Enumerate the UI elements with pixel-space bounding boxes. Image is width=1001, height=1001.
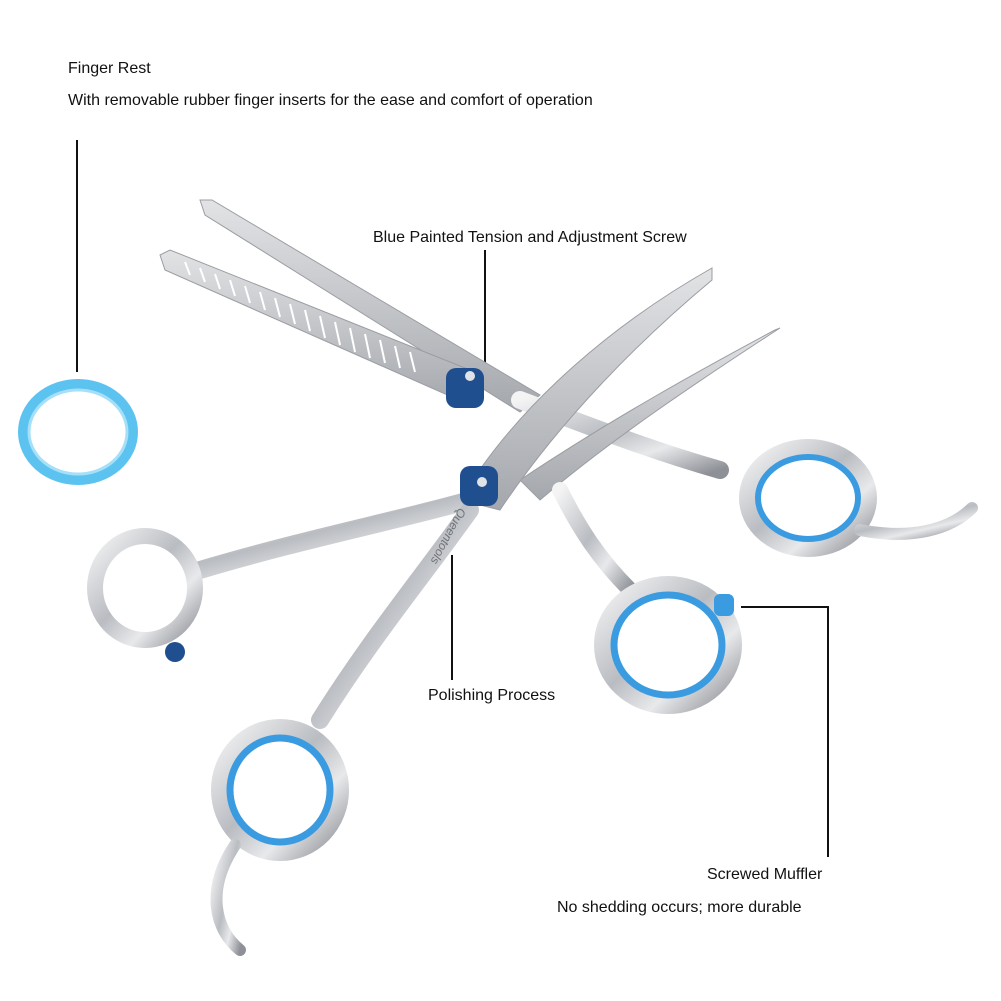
screwed-muffler	[714, 594, 734, 616]
pivot-screw	[460, 466, 498, 506]
thinning-finger-ring	[739, 439, 877, 557]
tension-screw-title: Blue Painted Tension and Adjustment Scre…	[373, 229, 687, 246]
cutting-left-ring	[87, 528, 203, 648]
cutting-lower-ring	[211, 719, 349, 861]
thinning-finger-tang	[854, 502, 978, 540]
muffler-description: No shedding occurs; more durable	[557, 899, 802, 916]
cutting-finger-tang	[210, 839, 246, 956]
polishing-title: Polishing Process	[428, 687, 556, 704]
comb-teeth	[184, 261, 416, 373]
cutting-shears	[87, 267, 781, 956]
cutting-right-ring	[594, 576, 742, 714]
finger-rest-ring	[18, 379, 138, 485]
cutting-handle-shank-right	[552, 482, 638, 598]
cutting-handle-shank-lower	[311, 501, 479, 729]
finger-rest-title: Finger Rest	[68, 60, 151, 77]
left-muffler	[165, 642, 185, 662]
finger-rest-description: With removable rubber finger inserts for…	[68, 92, 593, 109]
muffler-title: Screwed Muffler	[707, 866, 823, 883]
cutting-handle-shank-left	[191, 491, 479, 579]
muffler-leader-line	[741, 606, 829, 857]
tension-screw-top	[446, 368, 484, 408]
